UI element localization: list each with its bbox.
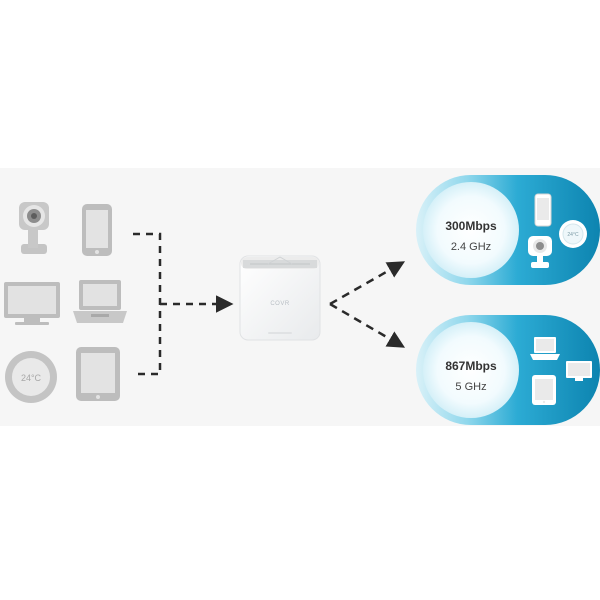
output-connectors — [329, 261, 406, 348]
input-connectors — [133, 232, 234, 376]
band-speed: 300Mbps — [445, 219, 497, 233]
camera-icon — [19, 202, 49, 254]
laptop-icon — [73, 280, 127, 323]
monitor-icon — [4, 282, 60, 325]
connector-to-band-1 — [329, 261, 406, 306]
band-camera-icon — [528, 236, 552, 268]
phone-icon — [82, 204, 112, 256]
thermostat-reading: 24°C — [21, 373, 42, 383]
band-laptop-icon — [530, 337, 560, 360]
band-5ghz-panel — [416, 315, 600, 425]
band-phone-icon — [534, 193, 552, 227]
band-frequency: 2.4 GHz — [450, 241, 492, 253]
band-thermostat-icon: 24°C — [559, 220, 587, 248]
band-5ghz-label: 867Mbps 5 GHz — [416, 359, 526, 393]
tablet-icon — [76, 347, 120, 401]
thermostat-icon: 24°C — [5, 351, 57, 403]
band-2-4ghz-panel: 24°C — [416, 175, 600, 285]
connector-to-band-2 — [329, 302, 406, 348]
band-thermostat-reading: 24°C — [567, 232, 579, 238]
band-monitor-icon — [566, 361, 592, 381]
band-frequency: 5 GHz — [455, 381, 487, 393]
connector-top — [133, 232, 162, 376]
router-logo: COVR — [270, 301, 290, 307]
band-2-4ghz-label: 300Mbps 2.4 GHz — [416, 219, 526, 253]
band-speed: 867Mbps — [445, 359, 497, 373]
band-tablet-icon — [532, 375, 556, 405]
router-icon — [239, 255, 321, 341]
